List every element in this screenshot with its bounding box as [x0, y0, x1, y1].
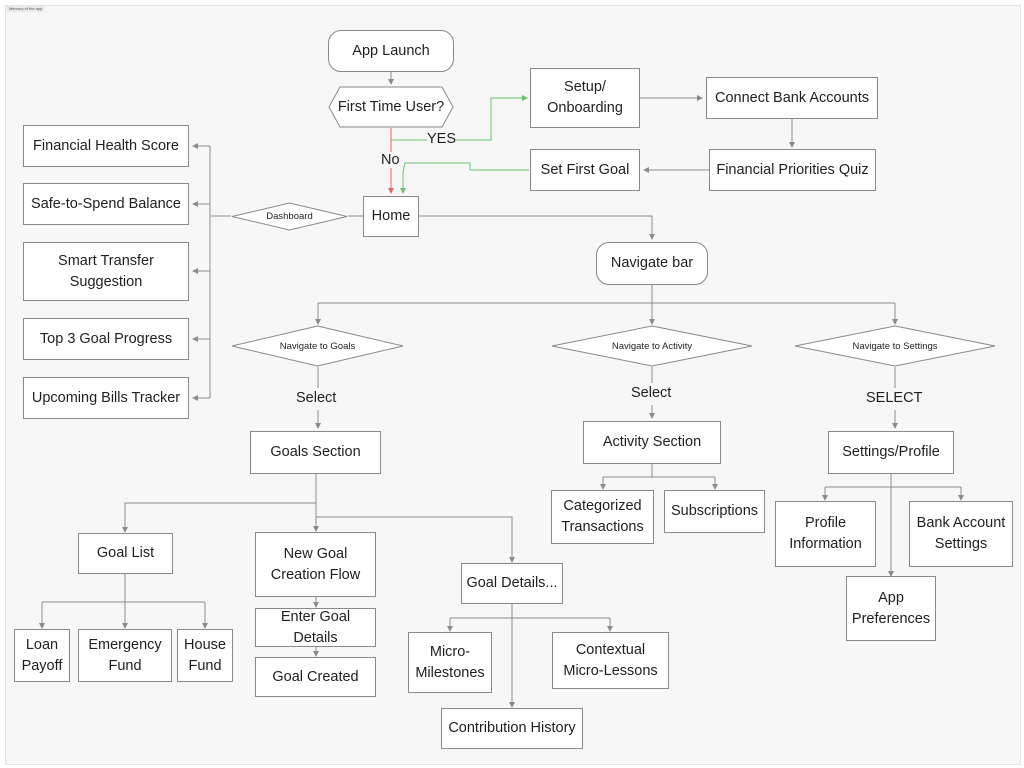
goals-section-node: Goals Section — [250, 431, 381, 474]
hexagon-shape — [328, 86, 454, 128]
frame-label: Memory of the app — [7, 6, 45, 12]
profile-information-node: Profile Information — [775, 501, 876, 567]
dashboard-label: Dashboard — [266, 211, 313, 222]
edge-settings-split — [824, 474, 962, 574]
edge-navbar-split — [317, 285, 896, 322]
navigate-settings-decision: Navigate to Settings — [794, 325, 996, 367]
edge-home-to-navbar — [419, 215, 655, 240]
financial-health-score-node: Financial Health Score — [23, 125, 189, 167]
financial-priorities-quiz-node: Financial Priorities Quiz — [709, 149, 876, 191]
emergency-fund-node: Emergency Fund — [78, 629, 172, 682]
diamond-shape — [794, 325, 996, 367]
dashboard-decision: Dashboard — [231, 202, 348, 231]
goal-created-node: Goal Created — [255, 657, 376, 697]
bank-account-settings-node: Bank Account Settings — [909, 501, 1013, 567]
goal-list-node: Goal List — [78, 533, 173, 574]
edge-setgoal-to-home — [400, 162, 529, 194]
activity-section-node: Activity Section — [583, 421, 721, 464]
house-fund-node: House Fund — [177, 629, 233, 682]
micro-milestones-node: Micro-Milestones — [408, 632, 492, 693]
enter-goal-details-node: Enter Goal Details — [255, 608, 376, 647]
contextual-micro-lessons-node: Contextual Micro-Lessons — [552, 632, 669, 689]
edge-activity-split — [602, 464, 716, 487]
select-activity-label: Select — [631, 385, 672, 401]
contribution-history-node: Contribution History — [441, 708, 583, 749]
navigate-settings-label: Navigate to Settings — [852, 340, 938, 352]
home-node: Home — [363, 196, 419, 237]
top3-goal-progress-node: Top 3 Goal Progress — [23, 318, 189, 360]
safe-to-spend-node: Safe-to-Spend Balance — [23, 183, 189, 225]
navigate-goals-decision: Navigate to Goals — [231, 325, 404, 367]
edge-goaldetails-split — [449, 604, 611, 705]
navigate-activity-label: Navigate to Activity — [611, 340, 693, 352]
navigate-goals-label: Navigate to Goals — [279, 340, 356, 352]
first-time-user-label: First Time User? — [337, 99, 445, 115]
edge-goallist-split — [41, 574, 206, 626]
select-settings-label: SELECT — [866, 390, 923, 406]
loan-payoff-node: Loan Payoff — [14, 629, 70, 682]
edge-goals-split — [124, 474, 513, 560]
connect-bank-node: Connect Bank Accounts — [706, 77, 878, 119]
first-time-user-decision: First Time User? — [328, 86, 454, 128]
diamond-shape — [231, 202, 348, 231]
no-edge-label: No — [381, 152, 400, 168]
select-goals-label: Select — [296, 390, 337, 406]
diamond-shape — [551, 325, 753, 367]
smart-transfer-node: Smart Transfer Suggestion — [23, 242, 189, 301]
navigate-bar-node: Navigate bar — [596, 242, 708, 285]
goal-details-node: Goal Details... — [461, 563, 563, 604]
navigate-activity-decision: Navigate to Activity — [551, 325, 753, 367]
categorized-transactions-node: Categorized Transactions — [551, 490, 654, 544]
setup-onboarding-node: Setup/ Onboarding — [530, 68, 640, 128]
yes-edge-label: YES — [427, 131, 457, 147]
diamond-shape — [231, 325, 404, 367]
app-launch-node: App Launch — [328, 30, 454, 72]
subscriptions-node: Subscriptions — [664, 490, 765, 533]
settings-profile-node: Settings/Profile — [828, 431, 954, 474]
app-preferences-node: App Preferences — [846, 576, 936, 641]
new-goal-flow-node: New Goal Creation Flow — [255, 532, 376, 597]
upcoming-bills-node: Upcoming Bills Tracker — [23, 377, 189, 419]
set-first-goal-node: Set First Goal — [530, 149, 640, 191]
